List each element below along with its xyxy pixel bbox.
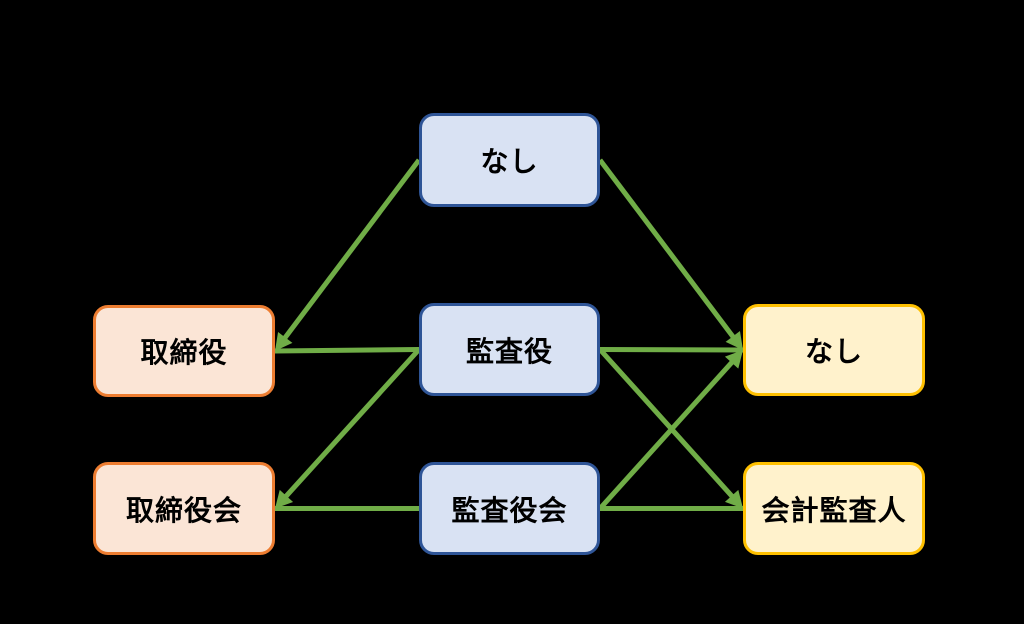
edge-kansayakukai-to-nashi-right bbox=[598, 356, 738, 511]
node-accounting-auditor: 会計監査人 bbox=[743, 462, 925, 555]
node-director-label: 取締役 bbox=[140, 337, 228, 368]
arrowhead-into-nashi-right bbox=[725, 331, 743, 350]
edge-kansayaku-to-torishimariyakukai bbox=[280, 347, 421, 503]
node-board-of-auditors: 監査役会 bbox=[419, 462, 600, 555]
arrowhead-into-nashi-right bbox=[724, 350, 743, 369]
node-none-top: なし bbox=[419, 113, 600, 207]
node-board-of-directors-label: 取締役会 bbox=[125, 494, 242, 526]
node-none-top-label: なし bbox=[480, 146, 539, 177]
node-board-of-directors: 取締役会 bbox=[93, 462, 275, 555]
edge-kansayaku-to-nashi-right bbox=[599, 347, 744, 353]
arrowhead-into-torishimariyakukai bbox=[275, 489, 294, 509]
node-auditor: 監査役 bbox=[419, 303, 600, 396]
node-none-right-label: なし bbox=[804, 336, 863, 367]
node-auditor-label: 監査役 bbox=[465, 335, 553, 367]
node-accounting-auditor-label: 会計監査人 bbox=[761, 494, 907, 526]
edge-kansayaku-to-torishimariyaku bbox=[274, 347, 420, 354]
edge-nashi-top-to-nashi-right bbox=[598, 158, 739, 343]
node-board-of-auditors-label: 監査役会 bbox=[451, 494, 568, 526]
arrowhead-into-torishimariyaku bbox=[275, 332, 293, 351]
node-director: 取締役 bbox=[93, 305, 275, 397]
edge-kansayaku-to-kaikeikansanin bbox=[598, 347, 738, 502]
arrowhead-into-kaikeikansanin bbox=[724, 489, 743, 509]
node-none-right: なし bbox=[743, 304, 925, 396]
edge-nashi-top-to-torishimariyaku bbox=[279, 158, 421, 344]
